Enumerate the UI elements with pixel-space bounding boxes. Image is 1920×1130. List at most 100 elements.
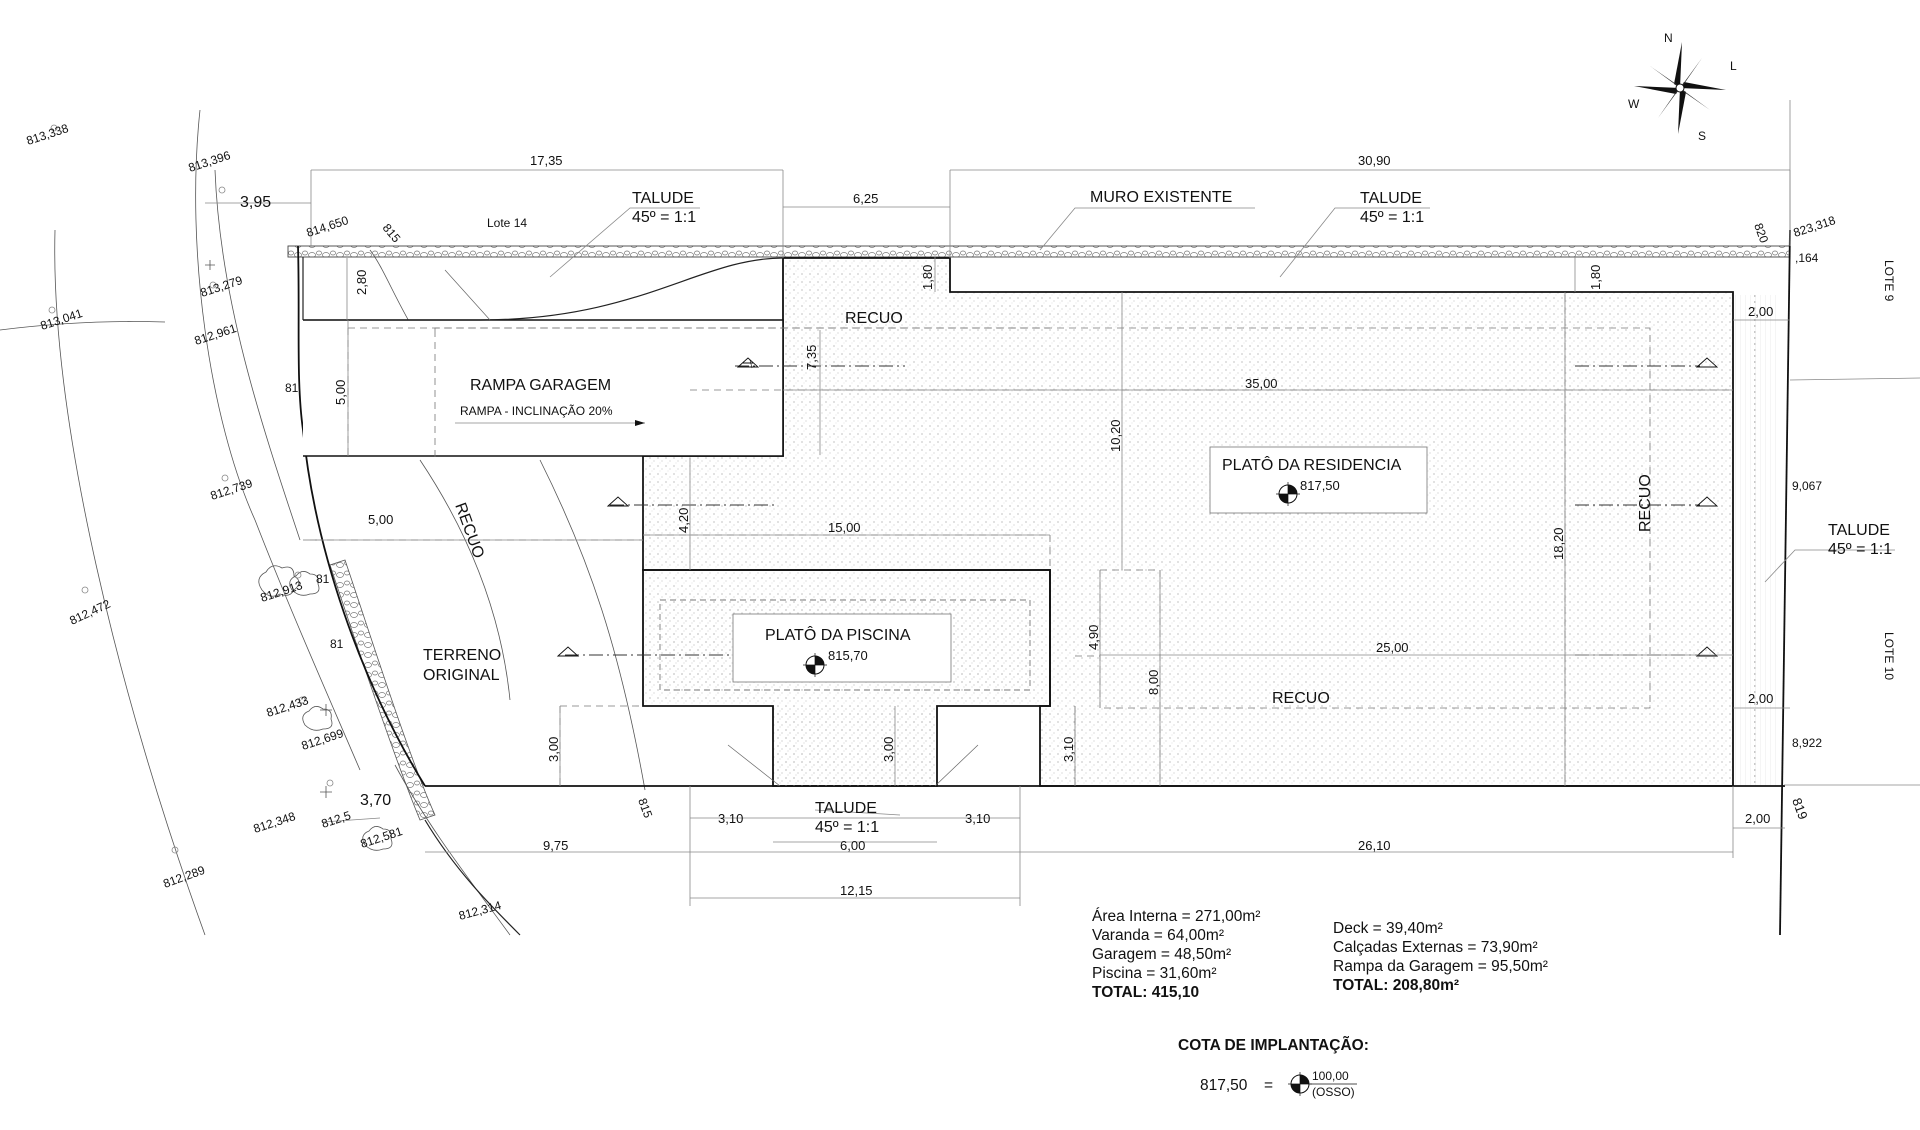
elev-813-041: 813,041 — [39, 306, 85, 333]
dim-26-10: 26,10 — [1358, 838, 1391, 853]
elevation-marker-residence — [1209, 446, 1428, 514]
dim-7-35: 7,35 — [804, 345, 819, 370]
talude-label-4: TALUDE — [815, 800, 877, 817]
dim-30-90: 30,90 — [1358, 153, 1391, 168]
terrain-contours — [0, 109, 646, 936]
talude-label-3: TALUDE — [1828, 522, 1890, 539]
area-rampa: Rampa da Garagem = 95,50m² — [1333, 958, 1548, 975]
dim-6-00: 6,00 — [840, 838, 865, 853]
elev-81-a: 81 — [285, 381, 299, 395]
dim-3-95: 3,95 — [240, 194, 271, 211]
dim-1-80-b: 1,80 — [1588, 265, 1603, 290]
dim-17-35: 17,35 — [530, 153, 563, 168]
dim-3-70: 3,70 — [360, 792, 391, 809]
elev-812-913: 812,913 — [259, 578, 305, 605]
dim-12-15: 12,15 — [840, 883, 873, 898]
area-interna: Área Interna = 271,00m² — [1092, 908, 1260, 925]
recuo-label-top: RECUO — [845, 310, 903, 327]
compass-l: L — [1730, 59, 1737, 73]
dim-4-90: 4,90 — [1086, 625, 1101, 650]
cota-target-icon — [1288, 1072, 1357, 1096]
elev-813-279: 813,279 — [199, 273, 245, 300]
dim-3-10-a: 3,10 — [1061, 737, 1076, 762]
dim-2-00-c: 2,00 — [1745, 811, 1770, 826]
north-arrow-icon — [1634, 42, 1726, 134]
cota-title: COTA DE IMPLANTAÇÃO: — [1178, 1036, 1369, 1054]
dimension-values: 17,35 30,90 6,25 3,95 2,80 1,80 1,80 2,0… — [240, 153, 1773, 898]
area-calcadas: Calçadas Externas = 73,90m² — [1333, 939, 1538, 956]
elev-812-739: 812,739 — [209, 476, 255, 503]
slope-hatch — [444, 269, 1780, 787]
recuo-label-bottom: RECUO — [1272, 690, 1330, 707]
elev-819: 819 — [1789, 796, 1811, 822]
dim-8-00: 8,00 — [1146, 670, 1161, 695]
dim-3-00-b: 3,00 — [881, 737, 896, 762]
terreno-label-1: TERRENO — [423, 647, 501, 664]
dim-4-20: 4,20 — [676, 508, 691, 533]
plato-piscina-label: PLATÔ DA PISCINA — [765, 625, 911, 644]
dimension-lines — [205, 169, 1791, 906]
area-total-left: TOTAL: 415,10 — [1092, 984, 1199, 1001]
dim-3-00-a: 3,00 — [546, 737, 561, 762]
elev-813-338: 813,338 — [25, 121, 71, 148]
area-summary-right: Deck = 39,40m² Calçadas Externas = 73,90… — [1333, 920, 1548, 994]
cota-ref-bottom: (OSSO) — [1312, 1085, 1355, 1099]
area-total-right: TOTAL: 208,80m² — [1333, 977, 1459, 994]
muro-existente-label: MURO EXISTENTE — [1090, 189, 1232, 206]
area-deck: Deck = 39,40m² — [1333, 920, 1443, 937]
lote-10-label: LOTE 10 — [1882, 632, 1896, 680]
elev-815-b: 815 — [635, 796, 655, 820]
talude-ratio-2: 45º = 1:1 — [1360, 209, 1424, 226]
recuo-label-left: RECUO — [451, 501, 487, 561]
compass-w: W — [1628, 97, 1640, 111]
talude-label-2: TALUDE — [1360, 190, 1422, 207]
dim-10-20: 10,20 — [1108, 419, 1123, 452]
elev-9-067: 9,067 — [1792, 479, 1822, 493]
leader-lines — [455, 207, 1895, 816]
elev-812-961: 812,961 — [193, 321, 239, 348]
area-garagem: Garagem = 48,50m² — [1092, 946, 1231, 963]
lote-14-label: Lote 14 — [487, 216, 527, 230]
cota-equals: = — [1264, 1077, 1273, 1094]
dim-3-10-b: 3,10 — [718, 811, 743, 826]
elev-820: 820 — [1751, 221, 1771, 245]
dim-18-20: 18,20 — [1551, 527, 1566, 560]
elev-813-396: 813,396 — [187, 148, 233, 175]
elev-814-650: 814,650 — [305, 213, 351, 240]
dim-5-00-a: 5,00 — [333, 380, 348, 405]
elev-81-c: 81 — [330, 637, 344, 651]
cota-value: 817,50 — [1200, 1077, 1248, 1094]
dim-35-00: 35,00 — [1245, 376, 1278, 391]
elev-812-5: 812,5 — [320, 808, 353, 831]
rampa-inclinacao-label: RAMPA - INCLINAÇÃO 20% — [460, 404, 613, 418]
plato-piscina-cota: 815,70 — [828, 648, 868, 663]
plato-residencia-cota: 817,50 — [1300, 478, 1340, 493]
elev-812-699: 812,699 — [300, 726, 346, 753]
dim-2-80: 2,80 — [354, 270, 369, 295]
recuo-label-right: RECUO — [1637, 474, 1654, 532]
elev-812-289: 812,289 — [161, 863, 207, 891]
compass-n: N — [1664, 31, 1673, 45]
area-piscina: Piscina = 31,60m² — [1092, 965, 1217, 982]
elev-81-b: 81 — [316, 572, 330, 586]
dim-2-00-b: 2,00 — [1748, 691, 1773, 706]
elev-812-348: 812,348 — [252, 809, 298, 836]
garage-ramp — [302, 257, 784, 457]
plato-residencia-label: PLATÔ DA RESIDENCIA — [1222, 455, 1402, 474]
dim-15-00: 15,00 — [828, 520, 861, 535]
area-varanda: Varanda = 64,00m² — [1092, 927, 1224, 944]
dim-6-25: 6,25 — [853, 191, 878, 206]
dim-25-00: 25,00 — [1376, 640, 1409, 655]
compass-s: S — [1698, 129, 1706, 143]
elev-812-314: 812,314 — [457, 898, 503, 923]
elev-812-472: 812,472 — [67, 597, 113, 628]
lote-9-label: LOTE 9 — [1882, 260, 1896, 302]
elev-164: ,164 — [1795, 251, 1819, 265]
dim-1-80-a: 1,80 — [920, 265, 935, 290]
elevation-marker-pool — [732, 613, 952, 683]
rampa-garagem-label: RAMPA GARAGEM — [470, 377, 611, 394]
talude-ratio-4: 45º = 1:1 — [815, 819, 879, 836]
dim-9-75: 9,75 — [543, 838, 568, 853]
elev-815-a: 815 — [380, 221, 404, 246]
